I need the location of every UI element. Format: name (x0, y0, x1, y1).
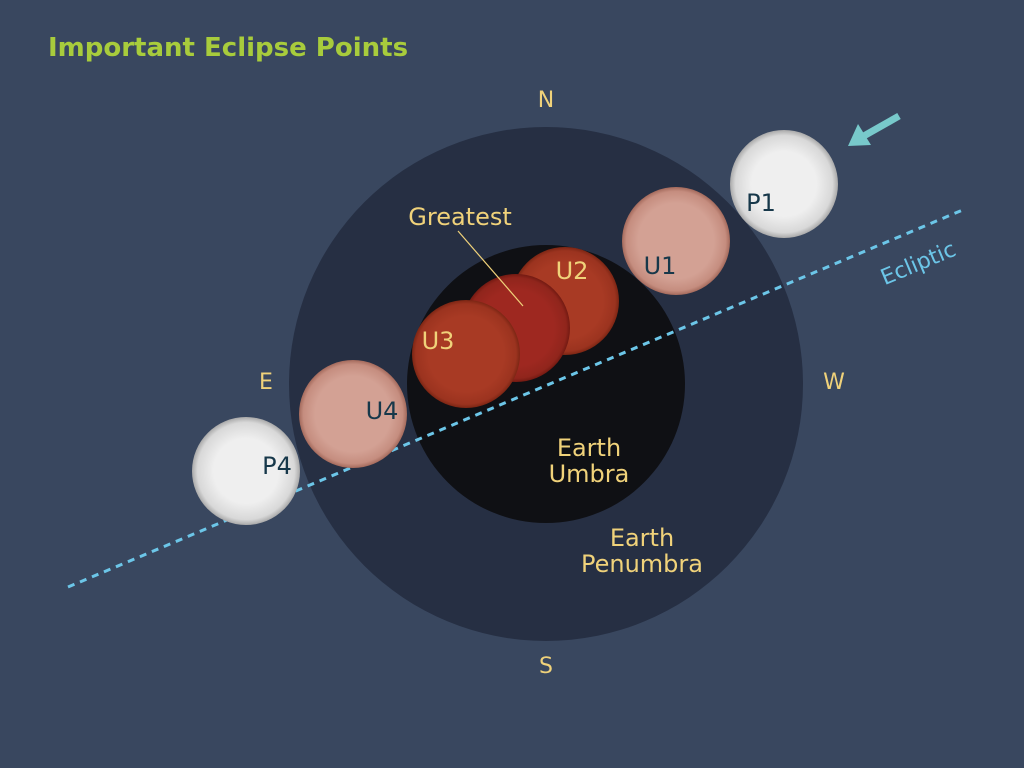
moon-p1-label: P1 (746, 189, 776, 217)
greatest-label: Greatest (408, 203, 512, 231)
moon-u4: U4 (299, 360, 407, 468)
direction-south: S (539, 654, 553, 679)
moon-p4-label: P4 (262, 452, 292, 480)
moon-p1: P1 (730, 130, 838, 238)
moon-p4: P4 (192, 417, 300, 525)
moon-u3-label: U3 (422, 327, 455, 355)
direction-east: E (259, 370, 273, 395)
direction-west: W (823, 370, 845, 395)
penumbra-label-line1: Earth (610, 524, 674, 552)
ecliptic-line (67, 207, 966, 589)
motion-arrow-icon (848, 112, 901, 146)
greatest-pointer-line (457, 230, 524, 307)
umbra-label-line2: Umbra (549, 460, 630, 488)
moon-u4-label: U4 (366, 397, 399, 425)
moon-u2-label: U2 (556, 257, 589, 285)
umbra-label-line1: Earth (557, 434, 621, 462)
direction-north: N (538, 88, 554, 113)
ecliptic-label: Ecliptic (877, 237, 960, 291)
moon-u3: U3 (412, 300, 520, 408)
moon-u1-label: U1 (644, 252, 677, 280)
diagram-title: Important Eclipse Points (48, 33, 408, 63)
moon-u1: U1 (622, 187, 730, 295)
penumbra-label-line2: Penumbra (581, 550, 703, 578)
